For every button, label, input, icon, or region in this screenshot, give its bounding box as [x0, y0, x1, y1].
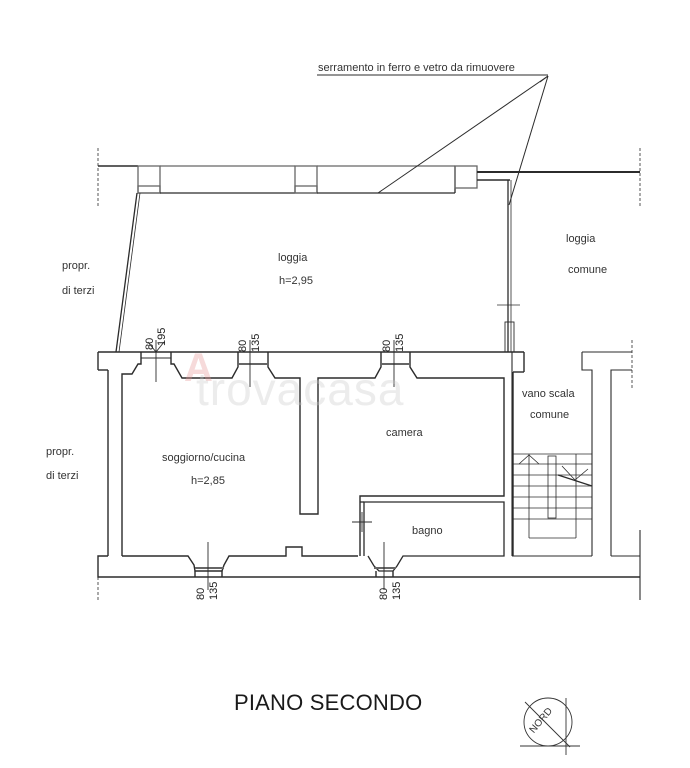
window-axis-ticks: [147, 340, 395, 590]
window-3-height: 135: [394, 333, 406, 352]
exterior-wall-top: [97, 351, 525, 556]
room-soggiorno-height: h=2,85: [191, 475, 225, 487]
label-propr-terzi-top-line1: propr.: [62, 260, 91, 272]
property-boundary-dashed: [97, 148, 641, 600]
room-vano-scala-line1: vano scala: [522, 388, 575, 400]
room-loggia-height: h=2,95: [279, 275, 313, 287]
loggia-parapet: [98, 165, 640, 194]
plan-title: PIANO SECONDO: [234, 690, 423, 715]
stair-core: [511, 351, 641, 600]
window-1-height: 195: [156, 327, 168, 346]
label-propr-terzi-left-line2: di terzi: [46, 470, 79, 482]
door-markers: [352, 512, 372, 532]
window-4-width: 80: [195, 587, 207, 600]
loggia-side-frame-left: [115, 192, 141, 353]
window-1-width: 80: [144, 337, 156, 350]
exterior-wall-bottom: [97, 546, 640, 578]
watermark-logo: A: [184, 346, 213, 390]
window-5-height: 135: [391, 581, 403, 600]
room-loggia-comune-line2: comune: [568, 264, 608, 276]
annotation-serramento: serramento in ferro e vetro da rimuovere: [318, 62, 515, 74]
window-4-height: 135: [208, 581, 220, 600]
room-vano-scala-line2: comune: [530, 409, 570, 421]
watermark-text: trovacasa: [196, 363, 405, 415]
label-propr-terzi-left-line1: propr.: [46, 446, 75, 458]
window-3-width: 80: [381, 339, 393, 352]
north-arrow-icon: [520, 697, 580, 755]
room-bagno-name: bagno: [412, 525, 443, 537]
window-5-width: 80: [378, 587, 390, 600]
label-propr-terzi-top-line2: di terzi: [62, 285, 95, 297]
window-2-width: 80: [237, 339, 249, 352]
stair-steps: [512, 453, 593, 539]
room-soggiorno-name: soggiorno/cucina: [162, 452, 246, 464]
annotation-leaders: [317, 74, 549, 206]
room-loggia-name: loggia: [278, 252, 308, 264]
room-loggia-comune-line1: loggia: [566, 233, 596, 245]
window-2-height: 135: [250, 333, 262, 352]
loggia-side-frame-right: [497, 180, 520, 353]
room-camera-name: camera: [386, 427, 423, 439]
